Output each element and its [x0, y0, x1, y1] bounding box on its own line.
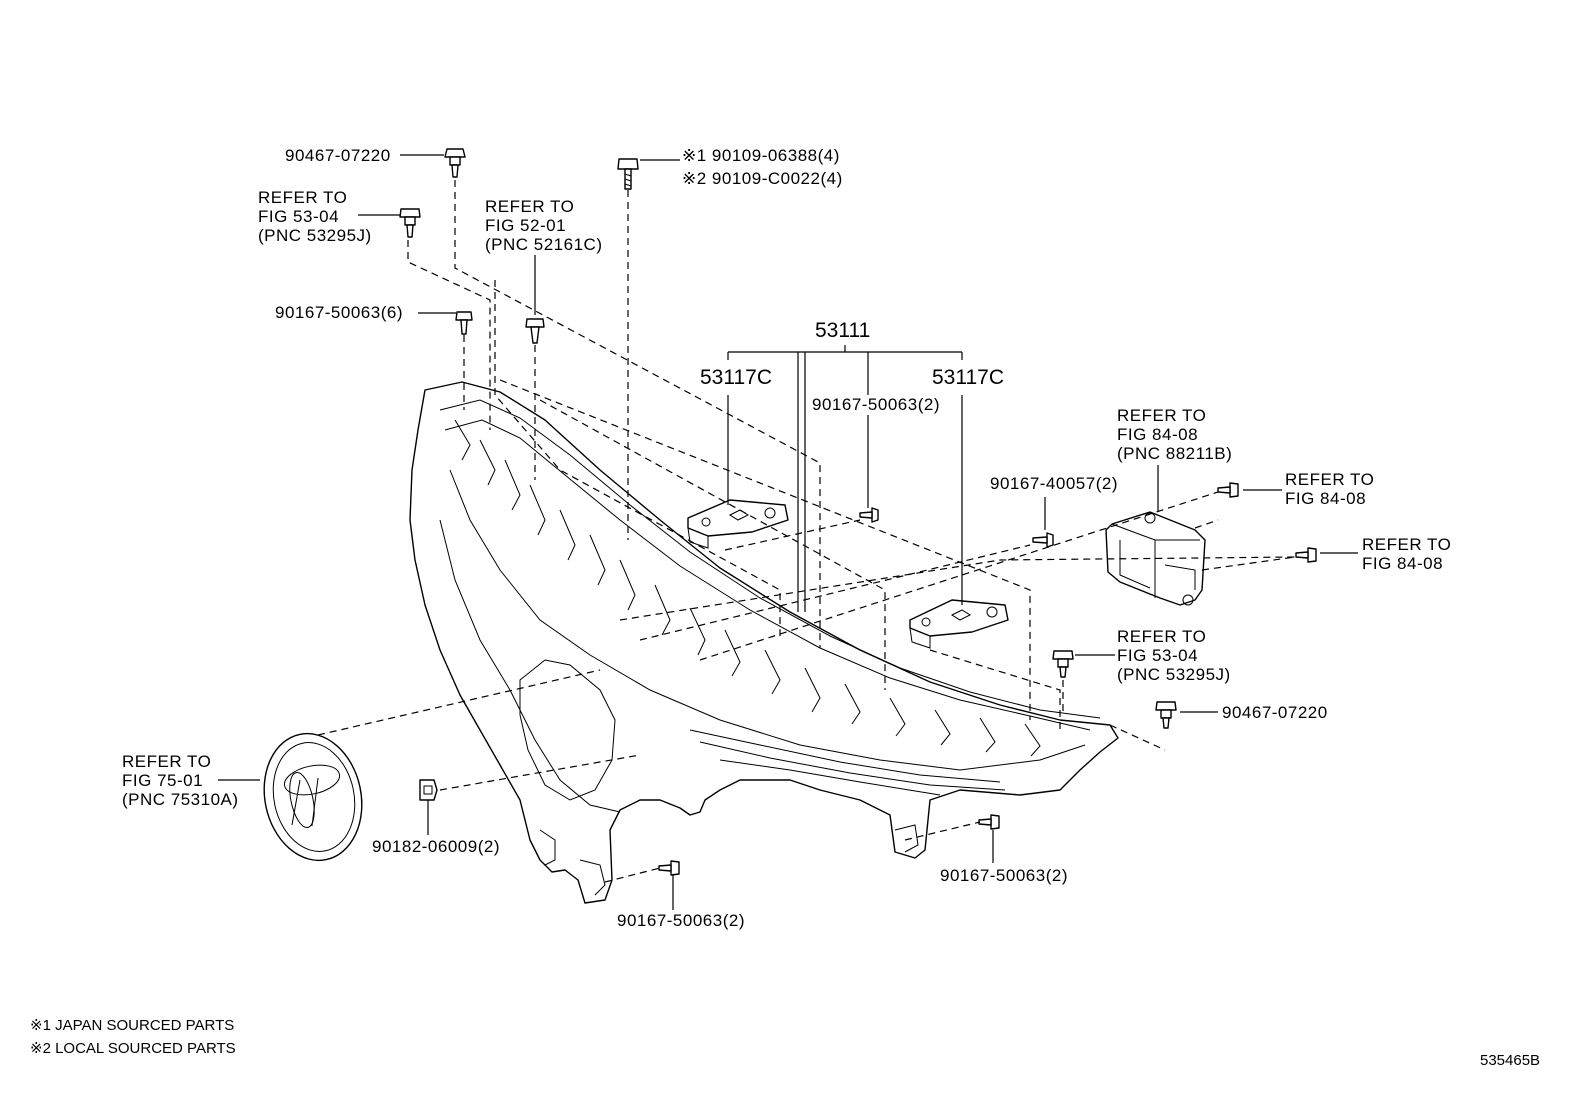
- assembly-lines: [317, 180, 1296, 883]
- refer-label: FIG 84-08: [1285, 489, 1366, 508]
- part-number-53117c-right: 53117C: [932, 366, 1004, 389]
- refer-label: REFER TO: [258, 188, 347, 207]
- part-number-53117c-left: 53117C: [700, 366, 772, 389]
- refer-label: FIG 52-01: [485, 216, 566, 235]
- refer-label: REFER TO: [122, 752, 211, 771]
- bolt-icon: [399, 148, 1317, 876]
- refer-label: REFER TO: [1117, 627, 1206, 646]
- part-labels: 90467-07220 REFER TO FIG 53-04 (PNC 5329…: [122, 146, 1451, 930]
- part-number-90167-50063-mid: 90167-50063(2): [812, 395, 940, 414]
- part-number-90167-40057: 90167-40057(2): [990, 474, 1118, 493]
- radiator-grille-frame: [409, 381, 1119, 904]
- refer-label: FIG 75-01: [122, 771, 203, 790]
- part-number-90467-07220-top: 90467-07220: [285, 146, 391, 165]
- part-number-90167-50063-bottom-right: 90167-50063(2): [940, 866, 1068, 885]
- part-number-90167-50063-6: 90167-50063(6): [275, 303, 403, 322]
- figure-id: 535465B: [1480, 1052, 1540, 1069]
- part-number-53111: 53111: [815, 319, 870, 342]
- refer-label: (PNC 88211B): [1117, 444, 1232, 463]
- emblem: [263, 732, 363, 862]
- part-number-90467-07220-right: 90467-07220: [1222, 703, 1328, 722]
- refer-label: (PNC 53295J): [1117, 665, 1231, 684]
- refer-label: FIG 84-08: [1117, 425, 1198, 444]
- refer-label: FIG 84-08: [1362, 554, 1443, 573]
- refer-label: REFER TO: [1285, 470, 1374, 489]
- part-number-90182-06009: 90182-06009(2): [372, 837, 500, 856]
- refer-label: REFER TO: [1117, 406, 1206, 425]
- bracket-53117c-right: [909, 599, 1009, 649]
- refer-label: FIG 53-04: [1117, 646, 1198, 665]
- bracket-53117c-left: [687, 499, 789, 549]
- refer-label: REFER TO: [1362, 535, 1451, 554]
- part-number-90109-japan: ※1 90109-06388(4): [682, 146, 840, 165]
- footnote-japan-sourced: ※1 JAPAN SOURCED PARTS: [30, 1017, 234, 1034]
- part-number-90109-local: ※2 90109-C0022(4): [682, 169, 843, 188]
- part-number-90167-50063-bottom-center: 90167-50063(2): [617, 911, 745, 930]
- refer-label: REFER TO: [485, 197, 574, 216]
- footnote-local-sourced: ※2 LOCAL SOURCED PARTS: [30, 1040, 236, 1057]
- refer-label: (PNC 52161C): [485, 235, 603, 254]
- leader-lines: [218, 154, 1358, 910]
- refer-label: FIG 53-04: [258, 207, 339, 226]
- footnotes: ※1 JAPAN SOURCED PARTS ※2 LOCAL SOURCED …: [30, 1017, 236, 1057]
- refer-label: (PNC 75310A): [122, 790, 239, 809]
- refer-label: (PNC 53295J): [258, 226, 372, 245]
